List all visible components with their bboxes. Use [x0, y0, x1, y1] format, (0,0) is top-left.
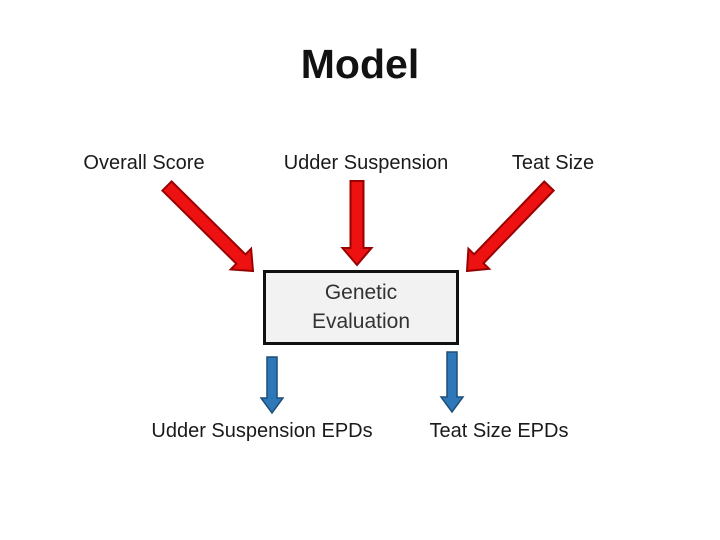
arrow-box-to-udder-epds: [259, 356, 285, 415]
label-udder-suspension: Udder Suspension: [283, 152, 449, 174]
arrow-overall-score-to-box: [160, 179, 255, 273]
label-teat-size: Teat Size: [511, 152, 595, 174]
arrow-teat-size-to-box: [465, 180, 556, 273]
arrow-box-to-teat-epds: [439, 351, 465, 414]
arrow-udder-suspension-to-box: [340, 180, 374, 267]
slide-title: Model: [300, 41, 420, 87]
label-udder-suspension-epds: Udder Suspension EPDs: [151, 420, 373, 442]
label-overall-score: Overall Score: [83, 152, 205, 174]
label-teat-size-epds: Teat Size EPDs: [429, 420, 569, 442]
genetic-box-line2: Evaluation: [311, 309, 411, 333]
genetic-evaluation-box: Genetic Evaluation: [263, 270, 459, 345]
genetic-box-line1: Genetic: [324, 280, 398, 304]
